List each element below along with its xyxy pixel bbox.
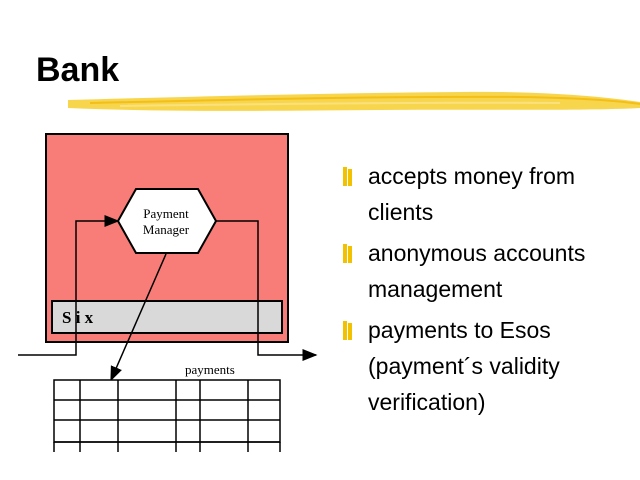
bullet-text: payments to Esos (payment´s validity ver… <box>368 317 560 415</box>
outgoing-payment-arrow <box>214 220 318 361</box>
six-bar <box>51 300 283 334</box>
incoming-money-arrow <box>18 215 120 356</box>
bullet-text: accepts money from clients <box>368 163 576 225</box>
bullet-item: anonymous accounts management <box>340 235 630 307</box>
yellow-bullet-icon <box>343 244 353 264</box>
payment-manager-label-line2: Manager <box>143 222 190 237</box>
six-label: S i x <box>62 308 94 327</box>
accounts-table <box>53 379 281 452</box>
accounts-arrow <box>110 253 167 382</box>
payment-manager-label-line1: Payment <box>143 206 189 221</box>
slide-title: Bank <box>36 51 120 89</box>
bullet-text: anonymous accounts management <box>368 240 586 302</box>
bullet-item: payments to Esos (payment´s validity ver… <box>340 312 630 420</box>
bullet-list: accepts money from clients anonymous acc… <box>340 158 630 425</box>
yellow-bullet-icon <box>343 167 353 187</box>
payment-manager-node <box>116 188 218 254</box>
bullet-item: accepts money from clients <box>340 158 630 230</box>
payments-label: payments <box>185 362 235 377</box>
yellow-bullet-icon <box>343 321 353 341</box>
